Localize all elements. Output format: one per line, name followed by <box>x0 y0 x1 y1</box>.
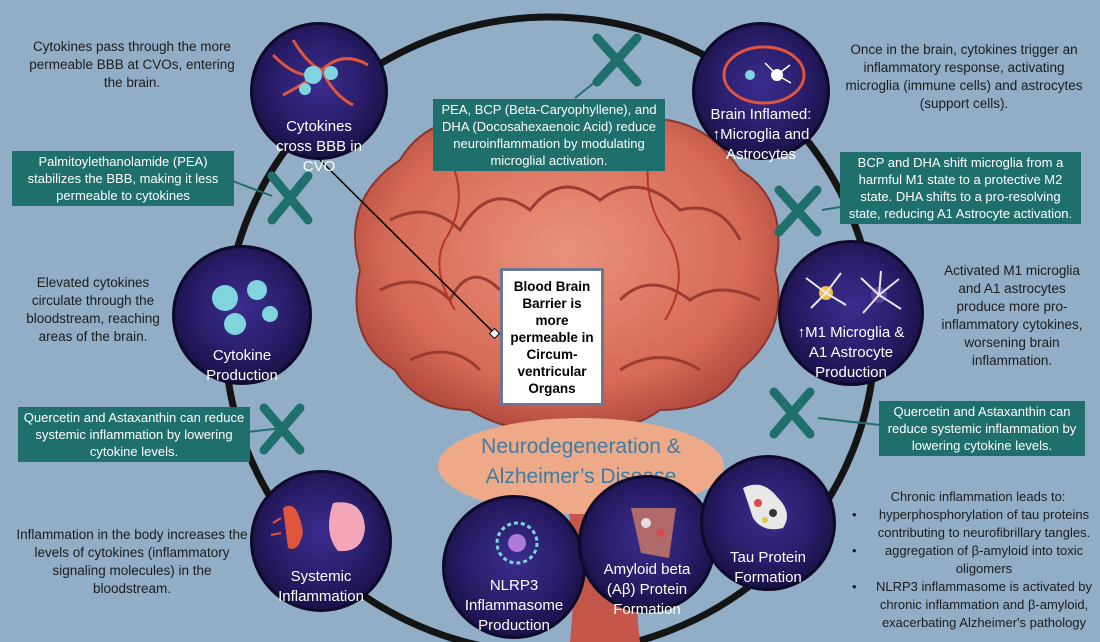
blood-vessel-icon <box>271 39 369 107</box>
stage-nlrp3-label: NLRP3 Inflammasome Production <box>464 577 564 634</box>
stage-tau: Tau Protein Formation <box>700 455 836 591</box>
bbb-callout: Blood Brain Barrier is more permeable in… <box>500 268 604 406</box>
stage-systemic-label: Systemic Inflammation <box>278 568 364 605</box>
stage-cytokine: Cytokine Production <box>172 245 312 385</box>
stage-amyloid: Amyloid beta (Aβ) Protein Formation <box>578 475 716 618</box>
chronic-list-item: NLRP3 inflammasome is activated by chron… <box>852 578 1098 632</box>
block-x-mark <box>259 33 822 455</box>
stage-m1: ↑M1 Microglia & A1 Astrocyte Production <box>778 240 924 386</box>
chronic-inflammation-list: Chronic inflammation leads to: hyperphos… <box>852 488 1098 632</box>
stage-cvo-label: Cytokines cross BBB in CVO <box>276 118 362 175</box>
intervention-quercetin-right: Quercetin and Astaxanthin can reduce sys… <box>879 401 1085 456</box>
stage-nlrp3: NLRP3 Inflammasome Production <box>442 495 586 639</box>
inflamed-brain-icon <box>722 45 806 105</box>
microglia-astrocyte-icon <box>805 270 902 314</box>
note-systemic: Inflammation in the body increases the l… <box>16 527 248 596</box>
note-inflamed: Once in the brain, cytokines trigger an … <box>845 42 1083 111</box>
cytokine-icon <box>212 280 278 335</box>
note-activated: Activated M1 microglia and A1 astrocytes… <box>941 263 1083 368</box>
tau-protein-icon <box>743 484 787 530</box>
intervention-quercetin-left: Quercetin and Astaxanthin can reduce sys… <box>18 407 250 462</box>
chronic-list-heading: Chronic inflammation leads to: <box>890 489 1066 504</box>
stage-tau-label: Tau Protein Formation <box>730 549 806 586</box>
stage-inflamed: Brain Inflamed: ↑Microglia and Astrocyte… <box>692 22 830 163</box>
stage-amyloid-label: Amyloid beta (Aβ) Protein Formation <box>603 561 691 618</box>
stage-systemic: Systemic Inflammation <box>250 470 392 612</box>
stage-m1-label: ↑M1 Microglia & A1 Astrocyte Production <box>797 324 905 381</box>
stage-inflamed-label: Brain Inflamed: ↑Microglia and Astrocyte… <box>710 106 812 163</box>
intervention-pea-bcp-dha: PEA, BCP (Beta-Caryophyllene), and DHA (… <box>433 99 665 171</box>
amyloid-icon <box>631 508 676 558</box>
bbb-callout-text: Blood Brain Barrier is more permeable in… <box>510 278 594 396</box>
organ-icon <box>270 502 365 552</box>
note-cvo: Cytokines pass through the more permeabl… <box>29 39 235 90</box>
intervention-bcp-dha: BCP and DHA shift microglia from a harmf… <box>840 152 1081 224</box>
intervention-pea: Palmitoylethanolamide (PEA) stabilizes t… <box>12 151 234 206</box>
stage-cvo: Cytokines cross BBB in CVO <box>250 22 388 175</box>
chronic-list-item: aggregation of β-amyloid into toxic olig… <box>852 542 1098 578</box>
inflammasome-icon <box>495 521 539 565</box>
stage-cytokine-label: Cytokine Production <box>206 347 278 384</box>
note-elevated: Elevated cytokines circulate through the… <box>26 275 160 344</box>
chronic-list-item: hyperphosphorylation of tau proteins con… <box>852 506 1098 542</box>
